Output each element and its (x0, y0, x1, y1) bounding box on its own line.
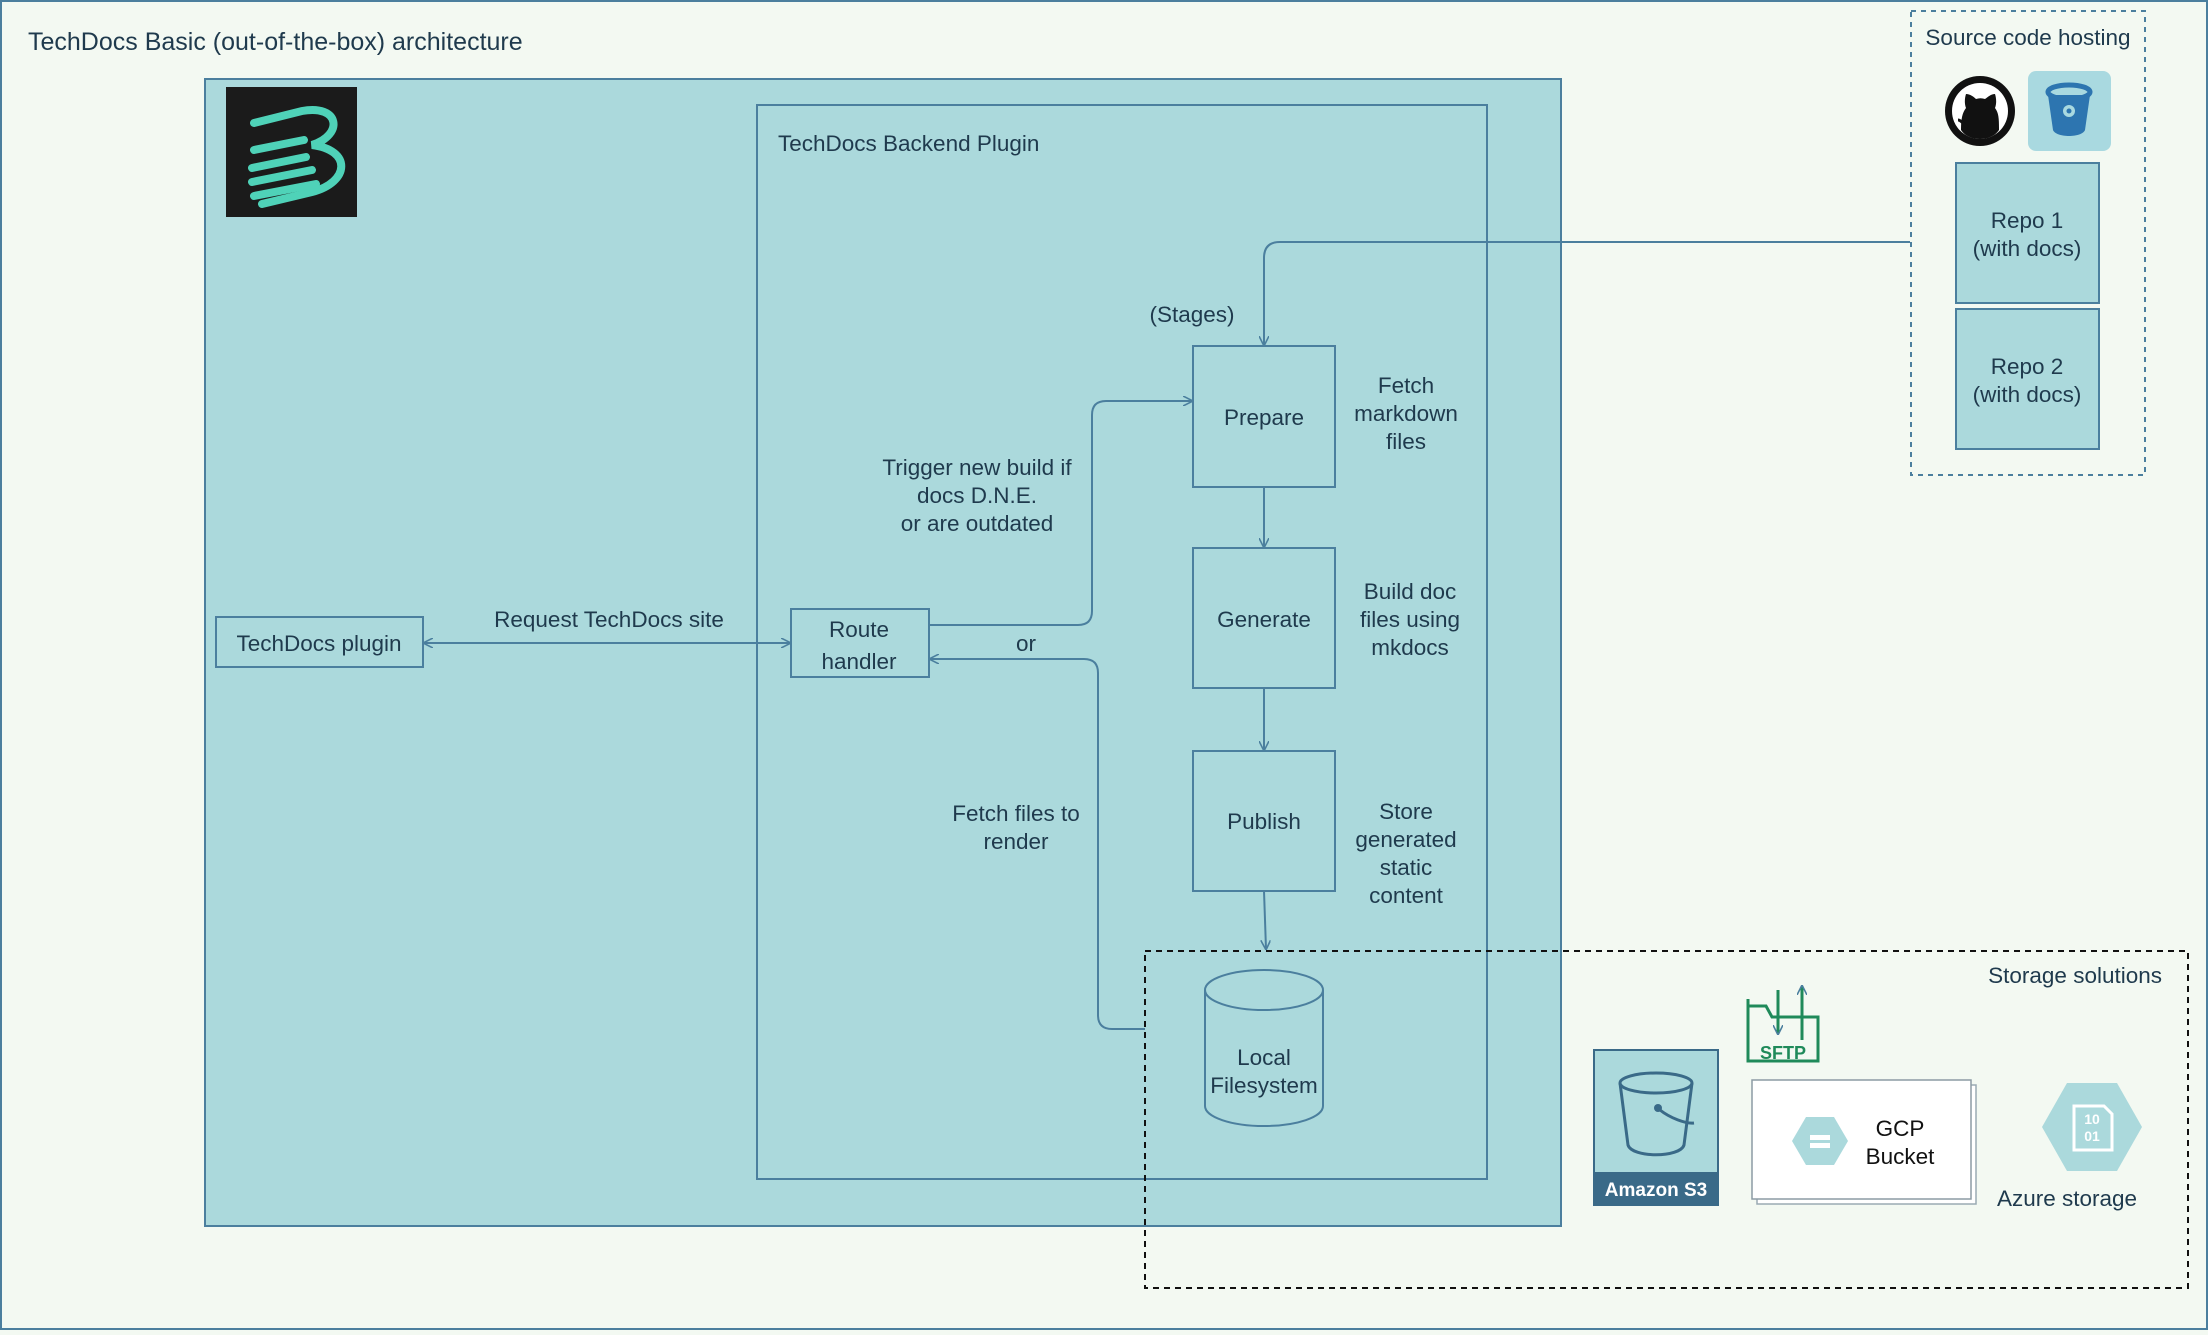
amazon-s3-icon: Amazon S3 (1593, 1049, 1719, 1206)
azure-storage-label: Azure storage (1997, 1186, 2137, 1211)
source-hosting-box (1910, 10, 2146, 476)
generate-desc-line: Build doc (1364, 579, 1457, 604)
repo-2-note: (with docs) (1973, 382, 2082, 407)
repo-1-name: Repo 1 (1991, 208, 2064, 233)
techdocs-plugin-box: TechDocs plugin (215, 616, 424, 668)
stage-publish-label: Publish (1227, 809, 1301, 834)
route-handler-label: Route (829, 617, 889, 642)
trigger-build-label: Trigger new build if docs D.N.E. or are … (882, 455, 1072, 536)
trigger-label-line: Trigger new build if (882, 455, 1072, 480)
source-hosting-title: Source code hosting (1925, 25, 2130, 50)
stage-prepare: Prepare (1192, 345, 1336, 488)
prepare-description: Fetch markdown files (1354, 373, 1458, 454)
repo-2-name: Repo 2 (1991, 354, 2064, 379)
trigger-build-arrow (929, 401, 1192, 626)
techdocs-plugin-label: TechDocs plugin (236, 631, 401, 656)
local-filesystem-label: Local (1237, 1045, 1291, 1070)
publish-to-filesystem-arrow (1264, 890, 1266, 949)
publish-desc-line: content (1369, 883, 1444, 908)
amazon-s3-label: Amazon S3 (1605, 1180, 1707, 1201)
backstage-logo (226, 87, 357, 217)
azure-glyph-line: 10 (2084, 1111, 2100, 1127)
trigger-label-line: or are outdated (901, 511, 1054, 536)
stage-publish: Publish (1192, 750, 1336, 892)
azure-storage-icon: 10 01 (2042, 1083, 2142, 1171)
repo-1: Repo 1 (with docs) (1955, 162, 2100, 304)
local-filesystem-cylinder: Local Filesystem (1204, 969, 1324, 1127)
gcp-bucket-card: GCP Bucket (1751, 1079, 1977, 1205)
github-icon (1945, 76, 2015, 146)
stage-generate-label: Generate (1217, 607, 1311, 632)
generate-desc-line: mkdocs (1371, 635, 1449, 660)
publish-desc-line: generated (1355, 827, 1456, 852)
storage-solutions-title: Storage solutions (1988, 963, 2162, 988)
local-filesystem-label: Filesystem (1210, 1073, 1318, 1098)
sftp-label: SFTP (1760, 1043, 1806, 1063)
repo-1-note: (with docs) (1973, 236, 2082, 261)
fetch-files-label: Fetch files to render (952, 801, 1080, 854)
gcp-storage-icon (1792, 1117, 1848, 1165)
request-label: Request TechDocs site (494, 607, 724, 632)
fetch-label-line: render (983, 829, 1049, 854)
publish-desc-line: Store (1379, 799, 1433, 824)
route-handler-label: handler (821, 649, 897, 674)
repo-to-prepare-arrow (1264, 241, 1910, 345)
bitbucket-icon (2028, 71, 2111, 151)
stage-prepare-label: Prepare (1224, 405, 1304, 430)
storage-solutions-box (1144, 950, 2189, 1289)
generate-description: Build doc files using mkdocs (1360, 579, 1460, 660)
fetch-label-line: Fetch files to (952, 801, 1080, 826)
stages-label: (Stages) (1149, 302, 1234, 327)
repo-2: Repo 2 (with docs) (1955, 308, 2100, 450)
generate-desc-line: files using (1360, 607, 1460, 632)
prepare-desc-line: Fetch (1378, 373, 1434, 398)
connectors (424, 241, 1910, 1030)
trigger-label-line: docs D.N.E. (917, 483, 1037, 508)
gcp-bucket-label: GCP (1876, 1116, 1925, 1141)
or-label: or (1016, 631, 1037, 656)
fetch-files-arrow (930, 659, 1145, 1030)
azure-glyph-line: 01 (2084, 1128, 2100, 1144)
prepare-desc-line: files (1386, 429, 1426, 454)
backend-plugin-title: TechDocs Backend Plugin (778, 131, 1039, 156)
gcp-bucket-label: Bucket (1866, 1144, 1936, 1169)
prepare-desc-line: markdown (1354, 401, 1458, 426)
route-handler-box: Route handler (790, 608, 930, 678)
publish-description: Store generated static content (1355, 799, 1456, 908)
stage-generate: Generate (1192, 547, 1336, 689)
sftp-icon: SFTP (1746, 986, 1820, 1063)
publish-desc-line: static (1380, 855, 1433, 880)
diagram-title: TechDocs Basic (out-of-the-box) architec… (28, 28, 523, 56)
